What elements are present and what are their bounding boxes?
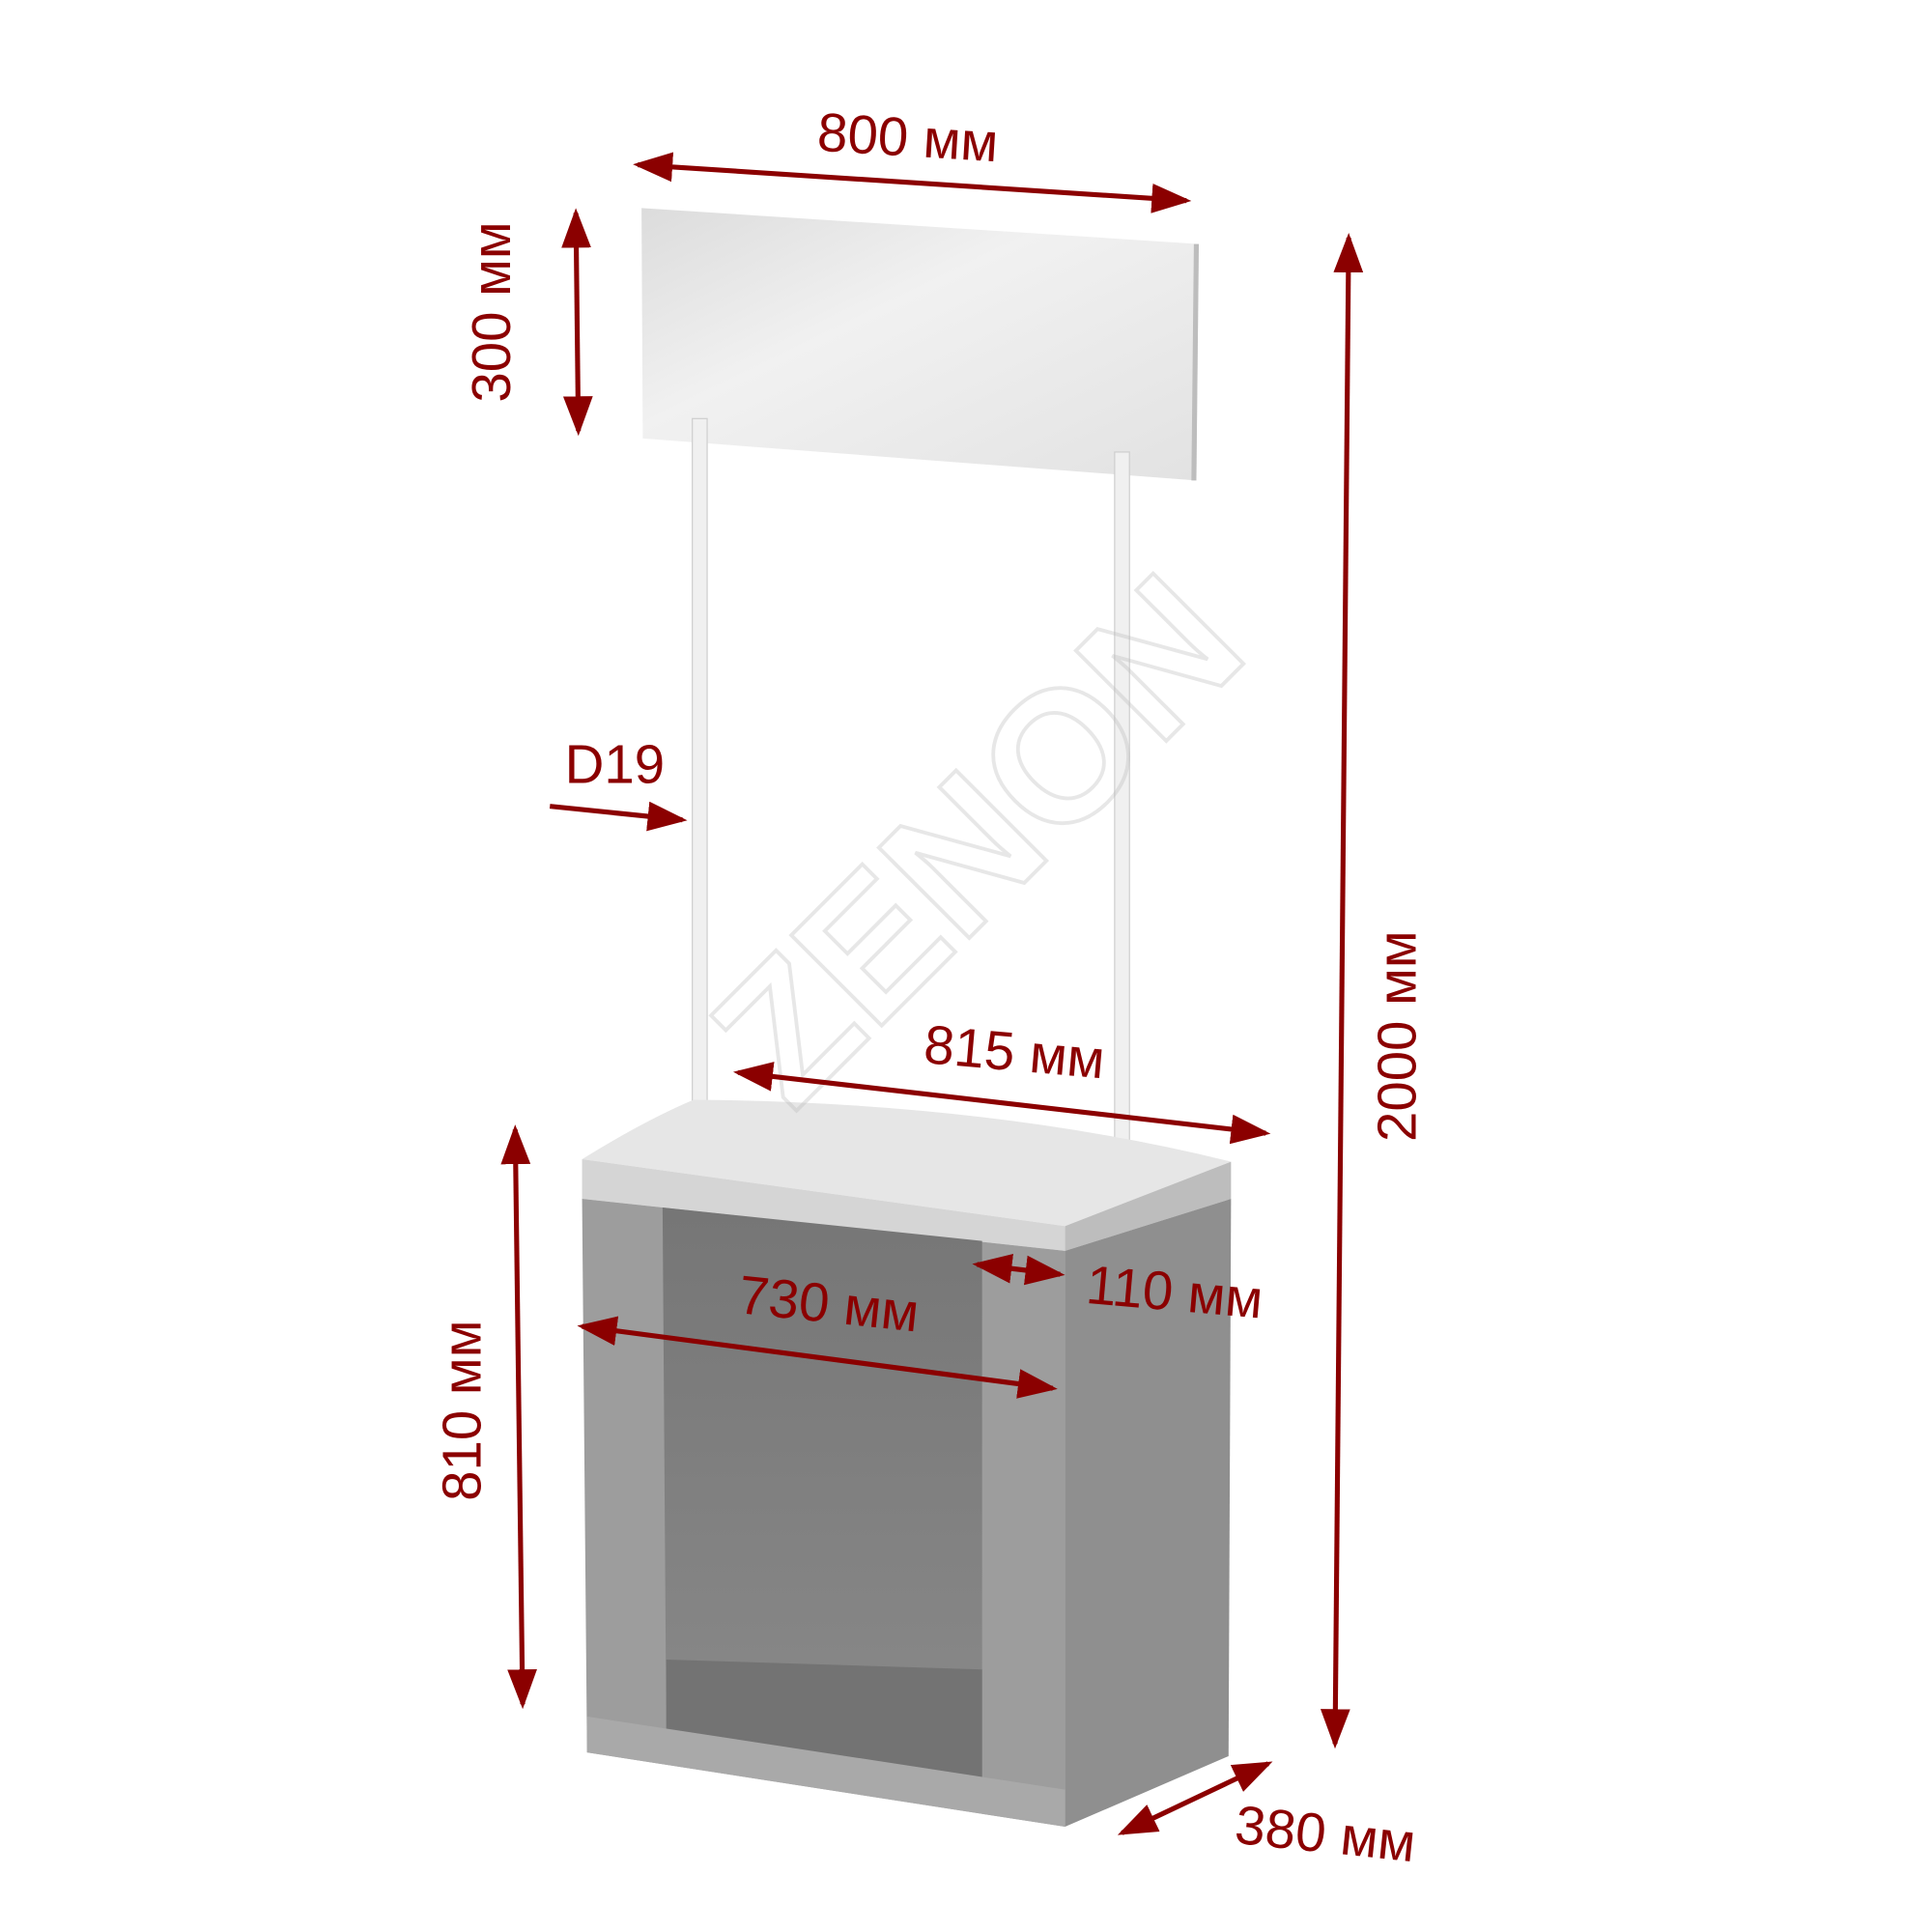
header-banner: [641, 208, 1200, 481]
pole-diameter-label: D19: [565, 733, 665, 794]
banner-width-label: 800 мм: [815, 101, 1000, 173]
side-width-label: 110 мм: [1084, 1254, 1265, 1330]
total-height-label: 2000 мм: [1366, 930, 1427, 1142]
counter-height-label: 810 мм: [431, 1321, 492, 1501]
top-width-label: 815 мм: [922, 1013, 1107, 1090]
depth-label: 380 мм: [1233, 1794, 1419, 1873]
banner-height-label: 300 мм: [461, 221, 522, 402]
promo-counter: [582, 1099, 1232, 1828]
